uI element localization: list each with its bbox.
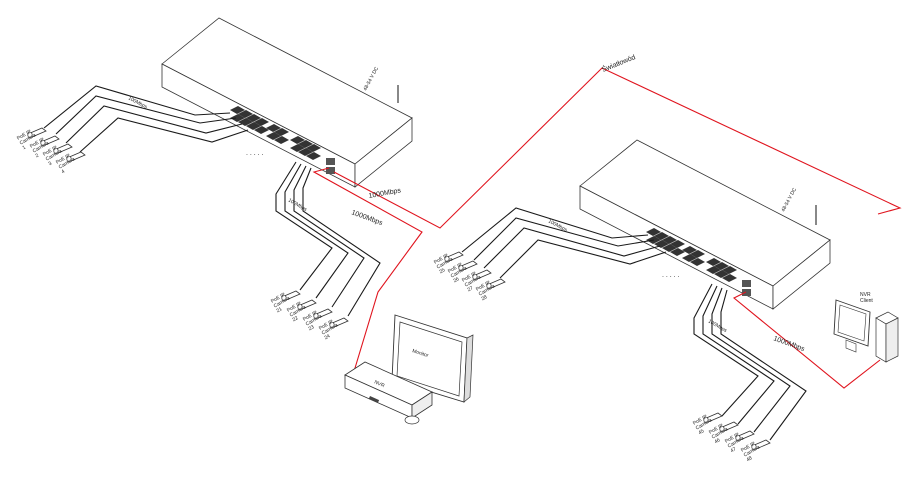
monitor-label: Monitor <box>411 348 429 359</box>
camera-lens-icon <box>703 416 709 424</box>
left-switch-red-links <box>312 67 902 379</box>
camera-lens-icon <box>297 303 303 311</box>
left-switch-ellipsis: . . . . . <box>246 150 264 157</box>
client-red-link <box>732 291 881 389</box>
left-camera-cables-21-24 <box>275 161 381 317</box>
right-switch-power-label: 48-54 V DC <box>780 187 798 213</box>
fiber-uplink-speed-label: 1000Mbps <box>368 187 402 200</box>
left-poe-switch: . . . . . 48-54 V DC <box>161 17 413 188</box>
right-switch-ports <box>646 228 751 296</box>
camera-21: PoE IPCamera21 <box>270 290 301 314</box>
nvr-uplink-speed-label: 1000Mbps <box>350 209 384 227</box>
left-camera-cables-1-4 <box>43 85 249 153</box>
camera-lens-icon <box>281 294 287 302</box>
camera-lens-icon <box>719 425 725 433</box>
right-camera-cables-25-28 <box>461 207 667 279</box>
camera-lens-icon <box>444 255 450 263</box>
camera-28: PoE IPCamera28 <box>475 278 506 302</box>
camera-lens-icon <box>53 147 59 155</box>
fiber-label: Światłowód <box>600 52 636 74</box>
camera-lens-icon <box>329 321 335 329</box>
camera-lens-icon <box>735 434 741 442</box>
camera-lens-icon <box>40 139 46 147</box>
left-switch-power-label: 48-54 V DC <box>362 66 380 92</box>
nvr-recorder: NVR <box>344 361 433 419</box>
right-poe-switch: . . . . . 48-54 V DC <box>579 139 831 310</box>
camera-47: PoE IPCamera47 <box>724 430 755 455</box>
nvr-label: NVR <box>373 379 385 389</box>
right-downlink-label: 100Mbps <box>707 319 728 335</box>
right-switch-ellipsis: . . . . . <box>662 272 680 279</box>
right-camera-cables-45-48 <box>693 283 807 441</box>
camera-lens-icon <box>472 273 478 281</box>
mouse-icon <box>404 415 420 425</box>
camera-label: PoE IPCamera47 <box>724 431 748 455</box>
camera-lens-icon <box>458 264 464 272</box>
camera-48: PoE IPCamera48 <box>740 439 771 463</box>
camera-lens-icon <box>486 282 492 290</box>
monitor: Monitor <box>391 314 474 403</box>
camera-lens-icon <box>27 131 33 139</box>
left-switch-ports <box>230 106 335 174</box>
camera-lens-icon <box>313 312 319 320</box>
left-downlink-label: 100Mbps <box>287 198 308 214</box>
client-uplink-speed-label: 1000Mbps <box>772 335 806 353</box>
camera-lens-icon <box>751 443 757 451</box>
camera-24: PoE IPCamera24 <box>318 317 349 341</box>
camera-22: PoE IPCamera22 <box>286 299 317 323</box>
camera-lens-icon <box>66 155 72 163</box>
